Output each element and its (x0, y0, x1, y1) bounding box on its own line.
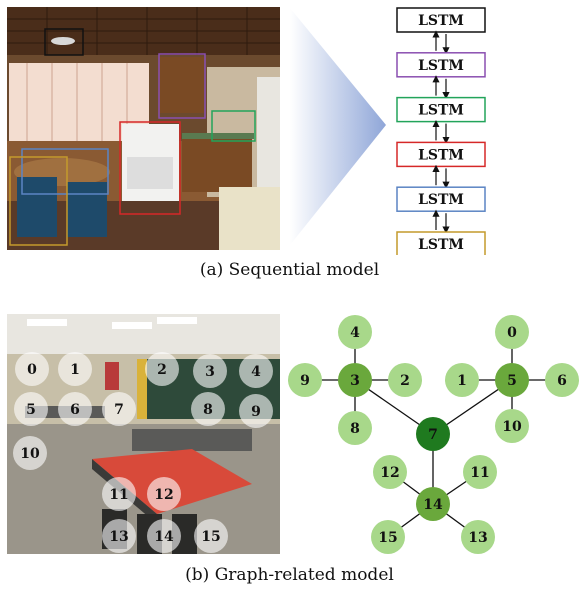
graph-node-11 (463, 455, 497, 489)
lstm-box-0 (396, 7, 486, 33)
photo-token-label-11: 11 (109, 487, 128, 503)
lstm-box-2 (396, 96, 486, 123)
photo-token-1 (58, 352, 92, 386)
lstm-label-3: LSTM (418, 147, 464, 163)
graph-node-9 (288, 363, 322, 397)
graph-node-label-6: 6 (557, 373, 567, 389)
graph-node-label-3: 3 (350, 373, 360, 389)
graph-node-label-8: 8 (350, 421, 360, 437)
photo-token-7 (102, 392, 136, 426)
graph-node-15 (371, 520, 405, 554)
graph-node-6 (545, 363, 579, 397)
photo-token-label-8: 8 (203, 402, 213, 418)
caption-sequential: (a) Sequential model (199, 260, 380, 280)
photo-token-10 (13, 436, 47, 470)
graph-node-label-4: 4 (350, 325, 360, 341)
photo-token-label-1: 1 (70, 362, 80, 378)
graph-node-label-1: 1 (457, 373, 467, 389)
photo-token-label-3: 3 (205, 364, 215, 380)
graph-node-label-2: 2 (400, 373, 410, 389)
photo-token-0 (15, 352, 49, 386)
graph-node-3 (338, 363, 372, 397)
graph-node-label-9: 9 (300, 373, 310, 389)
lstm-label-0: LSTM (418, 13, 464, 29)
graph-node-0 (495, 315, 529, 349)
graph-node-14 (416, 487, 450, 521)
lstm-chain: LSTM LSTM LSTM LSTM LSTM LSTM (396, 7, 486, 255)
graph-node-2 (388, 363, 422, 397)
lstm-label-4: LSTM (418, 192, 464, 208)
lstm-box-3 (396, 141, 486, 168)
graph-node-5 (495, 363, 529, 397)
photo-token-15 (194, 519, 228, 553)
lstm-label-2: LSTM (418, 103, 464, 119)
graph-node-label-11: 11 (470, 465, 489, 481)
photo-token-13 (102, 519, 136, 553)
photo-token-label-13: 13 (109, 529, 128, 545)
photo-token-2 (145, 352, 179, 386)
graph-nodes: 4 3 9 2 8 0 5 1 6 10 7 12 11 14 15 13 (288, 315, 579, 554)
transition-arrow (290, 8, 386, 245)
lstm-label-5: LSTM (418, 237, 464, 253)
graph-node-8 (338, 411, 372, 445)
graph-node-1 (445, 363, 479, 397)
photo-token-label-6: 6 (70, 402, 80, 418)
lstm-panel: LSTM LSTM LSTM LSTM LSTM LSTM (290, 7, 486, 255)
graph-node-label-15: 15 (378, 530, 397, 546)
photo-token-label-0: 0 (27, 362, 37, 378)
photo-token-3 (193, 354, 227, 388)
photo-token-label-9: 9 (251, 404, 261, 420)
lstm-box-4 (396, 186, 486, 212)
graph-node-13 (461, 520, 495, 554)
photo-token-label-2: 2 (157, 362, 167, 378)
kitchen-photo (7, 7, 280, 250)
lstm-box-1 (396, 52, 486, 78)
photo-token-6 (58, 392, 92, 426)
graph-node-7 (416, 417, 450, 451)
photo-token-5 (14, 392, 48, 426)
graph-node-label-13: 13 (468, 530, 487, 546)
graph-node-label-5: 5 (507, 373, 517, 389)
photo-token-label-12: 12 (154, 487, 173, 503)
lstm-label-1: LSTM (418, 58, 464, 74)
graph-node-12 (373, 455, 407, 489)
photo-token-11 (102, 477, 136, 511)
photo-token-14 (147, 519, 181, 553)
photo-token-label-10: 10 (20, 446, 40, 462)
photo-token-12 (147, 477, 181, 511)
graph-node-label-7: 7 (428, 427, 438, 443)
photo-token-label-5: 5 (26, 402, 36, 418)
photo-token-label-15: 15 (201, 529, 220, 545)
photo-token-9 (239, 394, 273, 428)
graph-node-4 (338, 315, 372, 349)
graph-panel: 4 3 9 2 8 0 5 1 6 10 7 12 11 14 15 13 (288, 315, 579, 554)
photo-token-4 (239, 354, 273, 388)
graph-node-10 (495, 409, 529, 443)
graph-node-label-0: 0 (507, 325, 517, 341)
photo-token-label-14: 14 (154, 529, 174, 545)
caption-graph: (b) Graph-related model (185, 565, 394, 585)
photo-token-label-7: 7 (114, 402, 124, 418)
lstm-box-5 (396, 231, 486, 255)
graph-node-label-10: 10 (502, 419, 522, 435)
photo-token-label-4: 4 (251, 364, 261, 380)
photo-token-8 (191, 392, 225, 426)
graph-node-label-12: 12 (380, 465, 399, 481)
graph-node-label-14: 14 (423, 497, 443, 513)
